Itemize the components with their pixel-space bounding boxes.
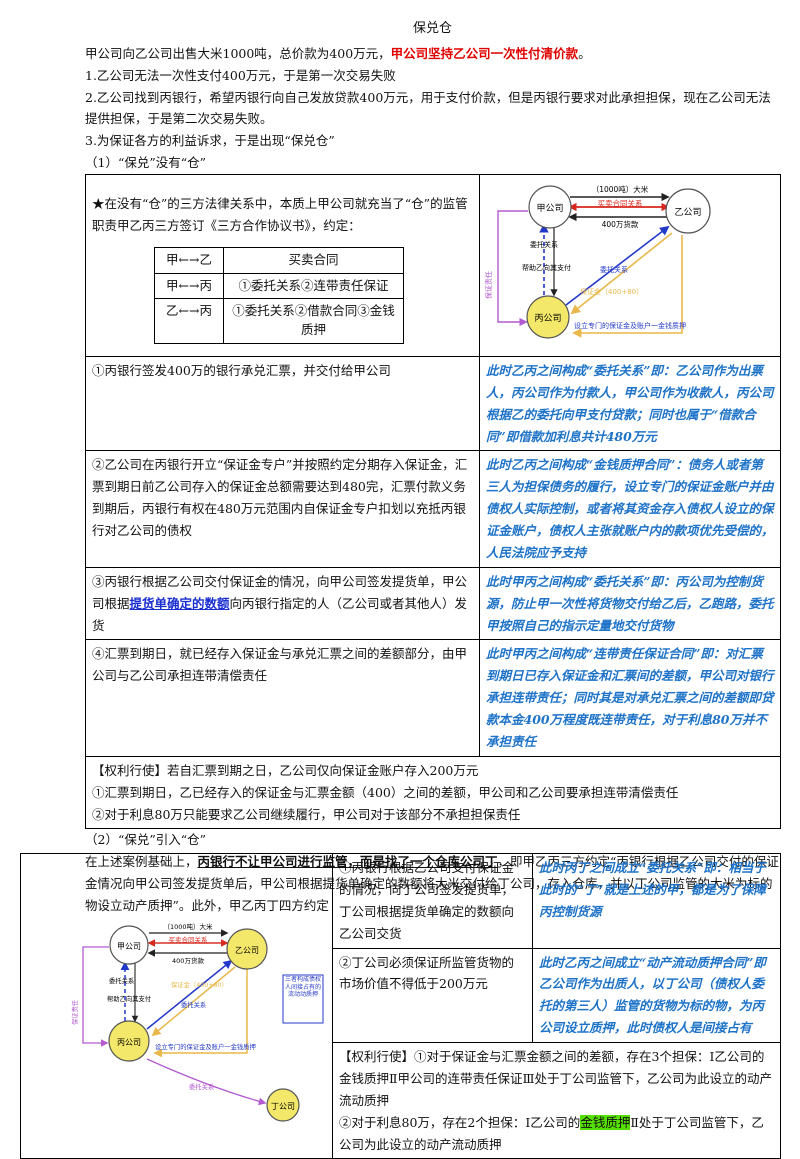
relation-row: 甲←→乙 买卖合同 <box>154 246 404 274</box>
s2-rights-line-2: ②对于利息80万，存在2个担保：Ⅰ乙公司的金钱质押Ⅱ处于丁公司监管下，乙公司为此… <box>339 1112 774 1156</box>
label-account: 设立专门的保证金及账户一金钱质押 <box>155 1042 256 1051</box>
label-account: 设立专门的保证金及账户一金钱质押 <box>574 321 686 330</box>
note-box <box>282 974 324 1024</box>
label-guarantee: 保证责任 <box>484 271 493 299</box>
relation-desc: 买卖合同 <box>223 246 404 274</box>
row-1-left: ①丙银行签发400万的银行承兑汇票，并交付给甲公司 <box>85 355 480 452</box>
node-yi-label: 乙公司 <box>674 207 701 218</box>
rights-line-2: ①汇票到期日，乙已经存入的保证金与汇票金额（400）之间的差额，甲公司和乙公司要… <box>92 784 679 800</box>
relation-parties: 乙←→丙 <box>154 298 224 344</box>
row-3-right: 此时甲丙之间构成“委托关系”即：丙公司为控制货源，防止甲一次性将货物交付给乙后，… <box>479 566 781 641</box>
node-ding <box>266 1088 300 1122</box>
label-contract: 买卖合同关系 <box>169 935 209 944</box>
node-jia <box>109 925 149 965</box>
section2-rights-cell: 【权利行使】①对于保证金与汇票金额之间的差额，存在3个担保：Ⅰ乙公司的金钱质押Ⅱ… <box>332 1041 781 1159</box>
section1-heading: （1）“保兑”没有“仓” <box>85 155 207 171</box>
label-deposit: 保证金（400+80） <box>171 980 228 989</box>
section2-row-1: 甲公司 乙公司 丙公司 丁公司 （1000吨）大米 买卖合同关系 400万货款 … <box>20 852 781 1159</box>
s2-rights-2a: ②对于利息80万，存在2个担保：Ⅰ乙公司的 <box>339 1114 581 1130</box>
diagram-cell-1: 甲公司 乙公司 丙公司 （1000吨）大米 买卖合同关系 400万货款 委托关系… <box>479 174 781 357</box>
section1-rights-row: 【权利行使】若自汇票到期之日，乙公司仅向保证金账户存入200万元 ①汇票到期日，… <box>85 755 781 830</box>
section1-row-2: ②乙公司在丙银行开立“保证金专户”并按照约定分期存入保证金，汇票到期日前乙公司存… <box>85 450 781 568</box>
intro-tail: 。 <box>578 45 591 61</box>
s2-rights-line-1: 【权利行使】①对于保证金与汇票金额之间的差额，存在3个担保：Ⅰ乙公司的金钱质押Ⅱ… <box>339 1049 773 1108</box>
label-price: 400万货款 <box>602 219 639 229</box>
s2-row-2-left: ②丁公司必须保证所监管货物的市场价值不得低于200万元 <box>332 947 533 1043</box>
relation-desc: ①委托关系②借款合同③金钱质押 <box>223 298 404 344</box>
page-title: 保兑仓 <box>412 21 452 36</box>
node-jia-label: 甲公司 <box>536 203 563 214</box>
label-entrust-3: 委托关系 <box>189 1082 214 1091</box>
point-2: 2.乙公司找到丙银行，希望丙银行向自己发放贷款400万元，用于支付价款，但是丙银… <box>85 89 771 127</box>
diagram-cell-2: 甲公司 乙公司 丙公司 丁公司 （1000吨）大米 买卖合同关系 400万货款 … <box>20 852 333 1159</box>
label-entrust-1: 委托关系 <box>530 240 558 249</box>
label-entrust-2: 委托关系 <box>181 1000 206 1009</box>
relation-desc: ①委托关系②连带责任保证 <box>223 272 404 300</box>
section1-row-3: ③丙银行根据乙公司交付保证金的情况，向甲公司签发提货单，甲公司根据提货单确定的数… <box>85 566 781 641</box>
node-ding-label: 丁公司 <box>271 1102 295 1111</box>
node-jia-label: 甲公司 <box>117 942 141 951</box>
section1-row-4: ④汇票到期日，就已经存入保证金与承兑汇票之间的差额部分，由甲公司与乙公司承担连带… <box>85 639 781 757</box>
point-3: 3.为保证各方的利益诉求，于是出现“保兑仓” <box>85 133 335 149</box>
rights-line-3: ②对于利息80万只能要求乙公司继续履行，甲公司对于该部分不承担担保责任 <box>92 806 521 822</box>
row-4-right: 此时甲丙之间构成“连带责任保证合同”即：对汇票到期日已存入保证金和汇票间的差额，… <box>479 639 781 757</box>
document-page: 保兑仓 甲公司向乙公司出售大米1000吨，总价款为400万元，甲公司坚持乙公司一… <box>85 18 781 917</box>
row-3-left-underline: 提货单确定的数额 <box>129 595 230 611</box>
relation-row: 乙←→丙 ①委托关系②借款合同③金钱质押 <box>154 298 404 344</box>
label-entrust-1: 委托关系 <box>109 976 134 985</box>
label-entrust-2: 委托关系 <box>600 265 628 274</box>
intro-emphasis: 甲公司坚持乙公司一次性付清价款 <box>390 45 579 61</box>
relationship-diagram-1: 甲公司 乙公司 丙公司 （1000吨）大米 买卖合同关系 400万货款 委托关系… <box>484 184 711 339</box>
section1-row-1: ①丙银行签发400万的银行承兑汇票，并交付给甲公司 此时乙丙之间构成“委托关系”… <box>85 355 781 452</box>
star-cell: ★在没有“仓”的三方法律关系中，本质上甲公司就充当了“仓”的监管职责甲乙丙三方签… <box>85 174 480 357</box>
label-deposit: 保证金（400+80） <box>580 287 643 296</box>
relation-parties: 甲←→丙 <box>154 272 224 300</box>
node-yi-label: 乙公司 <box>235 946 259 955</box>
relations-table: 甲←→乙 买卖合同 甲←→丙 ①委托关系②连带责任保证 乙←→丙 ①委托关系②借… <box>154 246 404 344</box>
label-price: 400万货款 <box>172 956 204 965</box>
s2-row-1-left: ①丙银行根据乙公司支付保证金的情况，向丁公司签发提货单，丁公司根据提货单确定的数… <box>332 853 533 949</box>
row-3-left-a: ③丙银行根据乙公司交付保证金的情况，向甲公司签发提货单，甲公司根据 <box>92 573 468 611</box>
label-goods: （1000吨）大米 <box>163 922 213 931</box>
row-3-left-b: 向丙银行指定的人（乙公司或者其他人）发货 <box>92 595 468 633</box>
section1-table: ★在没有“仓”的三方法律关系中，本质上甲公司就充当了“仓”的监管职责甲乙丙三方签… <box>85 174 781 830</box>
row-4-left: ④汇票到期日，就已经存入保证金与承兑汇票之间的差额部分，由甲公司与乙公司承担连带… <box>85 639 480 757</box>
label-help: 帮助乙向其支付 <box>522 263 571 272</box>
node-yi <box>665 188 711 234</box>
s2-row-2-right: 此时乙丙之间成立“动产流动质押合同”即乙公司作为出质人，以丁公司（债权人委托的第… <box>532 947 781 1043</box>
s2-row-1-right: 此时丙丁之间成立“委托关系”即：相当于此时的“丁”就是上述的甲，都是为了保障丙控… <box>532 853 781 949</box>
node-yi <box>226 928 268 970</box>
label-contract: 买卖合同关系 <box>598 198 643 208</box>
label-help: 帮助乙向其支付 <box>107 994 151 1003</box>
row-1-right: 此时乙丙之间构成“委托关系”即：乙公司作为出票人，丙公司作为付款人，甲公司作为收… <box>479 355 781 452</box>
point-1: 1.乙公司无法一次性支付400万元，于是第一次交易失败 <box>85 67 396 83</box>
section2-table-wrap: 甲公司 乙公司 丙公司 丁公司 （1000吨）大米 买卖合同关系 400万货款 … <box>20 852 781 1159</box>
star-text: ★在没有“仓”的三方法律关系中，本质上甲公司就充当了“仓”的监管职责甲乙丙三方签… <box>92 196 468 233</box>
label-goods: （1000吨）大米 <box>592 184 649 194</box>
label-guarantee: 保证责任 <box>70 999 79 1025</box>
section1-rights-cell: 【权利行使】若自汇票到期之日，乙公司仅向保证金账户存入200万元 ①汇票到期日，… <box>85 755 781 830</box>
row-2-left: ②乙公司在丙银行开立“保证金专户”并按照约定分期存入保证金，汇票到期日前乙公司存… <box>85 450 480 568</box>
node-bing <box>108 1020 150 1062</box>
note-text: 三者构成债权人间接占有的流动动质押 <box>284 975 321 998</box>
section2-table: 甲公司 乙公司 丙公司 丁公司 （1000吨）大米 买卖合同关系 400万货款 … <box>20 852 781 1159</box>
rights-line-1: 【权利行使】若自汇票到期之日，乙公司仅向保证金账户存入200万元 <box>92 762 479 778</box>
node-bing-label: 丙公司 <box>534 313 561 324</box>
intro-lead: 甲公司向乙公司出售大米1000吨，总价款为400万元， <box>85 45 391 61</box>
node-bing <box>526 295 570 339</box>
node-jia <box>528 185 572 229</box>
relation-parties: 甲←→乙 <box>154 246 224 274</box>
relation-row: 甲←→丙 ①委托关系②连带责任保证 <box>154 272 404 300</box>
section2-row-2: ②丁公司必须保证所监管货物的市场价值不得低于200万元 此时乙丙之间成立“动产流… <box>21 947 781 1043</box>
node-bing-label: 丙公司 <box>117 1038 141 1047</box>
relationship-diagram-2: 甲公司 乙公司 丙公司 丁公司 （1000吨）大米 买卖合同关系 400万货款 … <box>70 922 324 1122</box>
intro-paragraph: 甲公司向乙公司出售大米1000吨，总价款为400万元，甲公司坚持乙公司一次性付清… <box>85 43 780 65</box>
s2-rights-highlight: 金钱质押 <box>580 1114 631 1130</box>
row-2-right: 此时乙丙之间构成“金钱质押合同”：债务人或者第三人为担保债务的履行，设立专门的保… <box>479 450 781 568</box>
row-3-left: ③丙银行根据乙公司交付保证金的情况，向甲公司签发提货单，甲公司根据提货单确定的数… <box>85 566 480 641</box>
section2-heading: （2）“保兑”引入“仓” <box>85 832 207 848</box>
